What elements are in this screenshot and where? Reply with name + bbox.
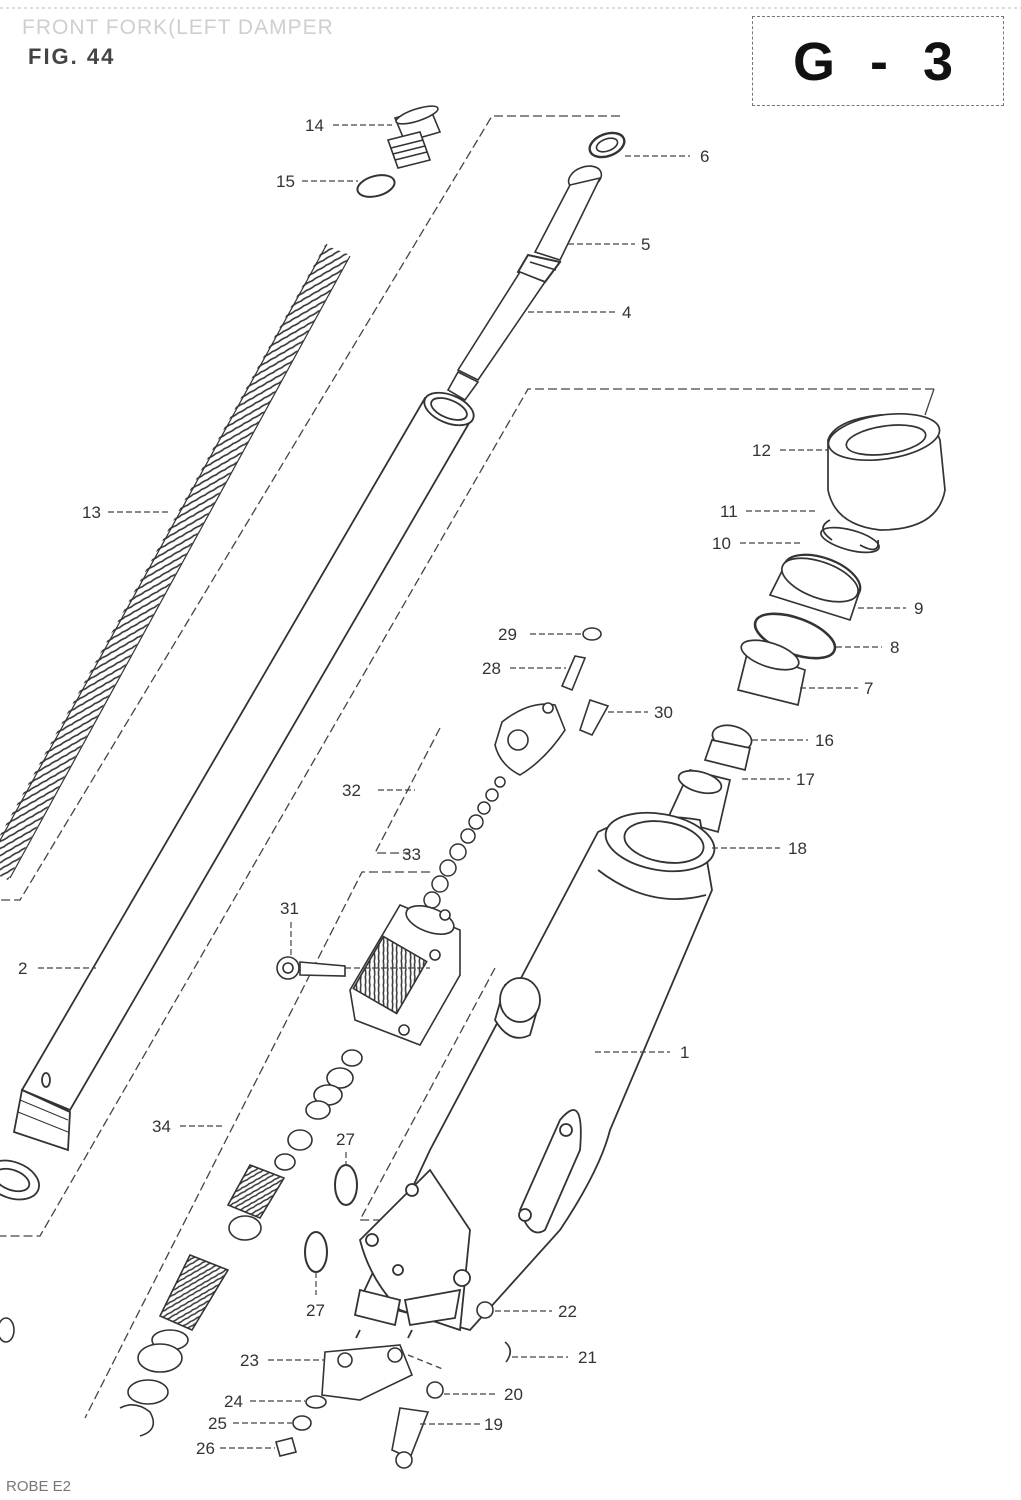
axle-holder-hardware (391, 1301, 512, 1469)
callout-23: 23 (240, 1351, 259, 1370)
cap-bolt (386, 105, 442, 169)
callout-33: 33 (402, 845, 421, 864)
anti-dive-ball-chain (423, 776, 506, 909)
callout-22: 22 (558, 1302, 577, 1321)
damper-rod-assembly (446, 131, 626, 402)
callout-21: 21 (578, 1348, 597, 1367)
callout-30: 30 (654, 703, 673, 722)
footer-code: ROBE E2 (6, 1478, 72, 1495)
damper-valve-stack (119, 1049, 363, 1437)
callout-20: 20 (504, 1385, 523, 1404)
stray-part (0, 1317, 15, 1343)
callout-8: 8 (890, 638, 899, 657)
callout-numbers: 14 15 6 5 4 12 13 11 10 9 8 7 29 28 30 1… (18, 116, 923, 1458)
callout-17: 17 (796, 770, 815, 789)
callout-26: 26 (196, 1439, 215, 1458)
callout-11: 11 (720, 502, 738, 521)
callout-18: 18 (788, 839, 807, 858)
callout-1: 1 (680, 1043, 689, 1062)
inner-tube (0, 391, 475, 1201)
callout-4: 4 (622, 303, 631, 322)
o-ring-upper (334, 1164, 358, 1206)
callout-6: 6 (700, 147, 709, 166)
cap-o-ring (356, 174, 396, 198)
callout-34: 34 (152, 1117, 171, 1136)
callout-13: 13 (82, 503, 101, 522)
callout-5: 5 (641, 235, 650, 254)
callout-19: 19 (484, 1415, 503, 1434)
axle-holder-cap (275, 1344, 414, 1457)
seal-set (736, 413, 946, 707)
callout-12: 12 (752, 441, 771, 460)
callout-16: 16 (815, 731, 834, 750)
assembly-bracket-lines (0, 115, 935, 1419)
section-code-box: G - 3 (752, 16, 1004, 106)
callout-24: 24 (224, 1392, 243, 1411)
callout-14: 14 (305, 116, 324, 135)
callout-9: 9 (914, 599, 923, 618)
callout-7: 7 (864, 679, 873, 698)
callout-28: 28 (482, 659, 501, 678)
figure-number: FIG. 44 (28, 44, 116, 69)
callout-15: 15 (276, 172, 295, 191)
callout-27-upper: 27 (336, 1130, 355, 1149)
section-code: G - 3 (792, 32, 964, 92)
callout-27-lower: 27 (306, 1301, 325, 1320)
callout-31: 31 (280, 899, 299, 918)
outer-tube-slider (353, 811, 716, 1339)
callout-leader-lines (38, 124, 906, 1449)
o-ring-lower (304, 1231, 328, 1273)
oil-lock-cylinder (666, 724, 753, 834)
callout-2: 2 (18, 959, 27, 978)
callout-32: 32 (342, 781, 361, 800)
diagram-title: FRONT FORK(LEFT DAMPER (22, 16, 334, 39)
oil-lock-bracket (494, 627, 610, 776)
callout-10: 10 (712, 534, 731, 553)
callout-25: 25 (208, 1414, 227, 1433)
anti-dive-housing (276, 903, 461, 1046)
callout-29: 29 (498, 625, 517, 644)
fork-spring (0, 243, 351, 880)
